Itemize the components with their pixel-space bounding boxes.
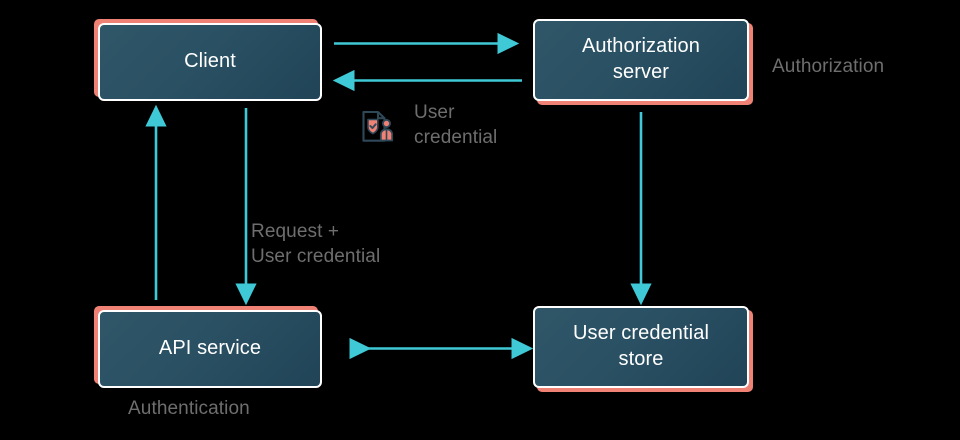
- node-label: Client: [184, 50, 236, 73]
- node-api-service[interactable]: API service: [94, 306, 326, 392]
- node-label: Authorization server: [581, 35, 701, 83]
- document-shield-person-icon: [362, 110, 394, 142]
- node-body: User credential store: [533, 306, 749, 388]
- node-user-credential-store[interactable]: User credential store: [533, 306, 759, 396]
- node-label: API service: [158, 337, 262, 360]
- annotation-authorization: Authorization: [772, 56, 885, 77]
- node-body: Authorization server: [533, 19, 749, 101]
- node-authorization-server[interactable]: Authorization server: [533, 19, 759, 109]
- annotation-user-credential: User credential: [414, 102, 498, 149]
- annotation-authentication: Authentication: [128, 398, 250, 419]
- node-client[interactable]: Client: [94, 19, 326, 105]
- node-body: API service: [98, 310, 322, 388]
- node-label: User credential store: [572, 322, 709, 370]
- node-body: Client: [98, 23, 322, 101]
- annotation-request-user-credential: Request + User credential: [251, 221, 381, 268]
